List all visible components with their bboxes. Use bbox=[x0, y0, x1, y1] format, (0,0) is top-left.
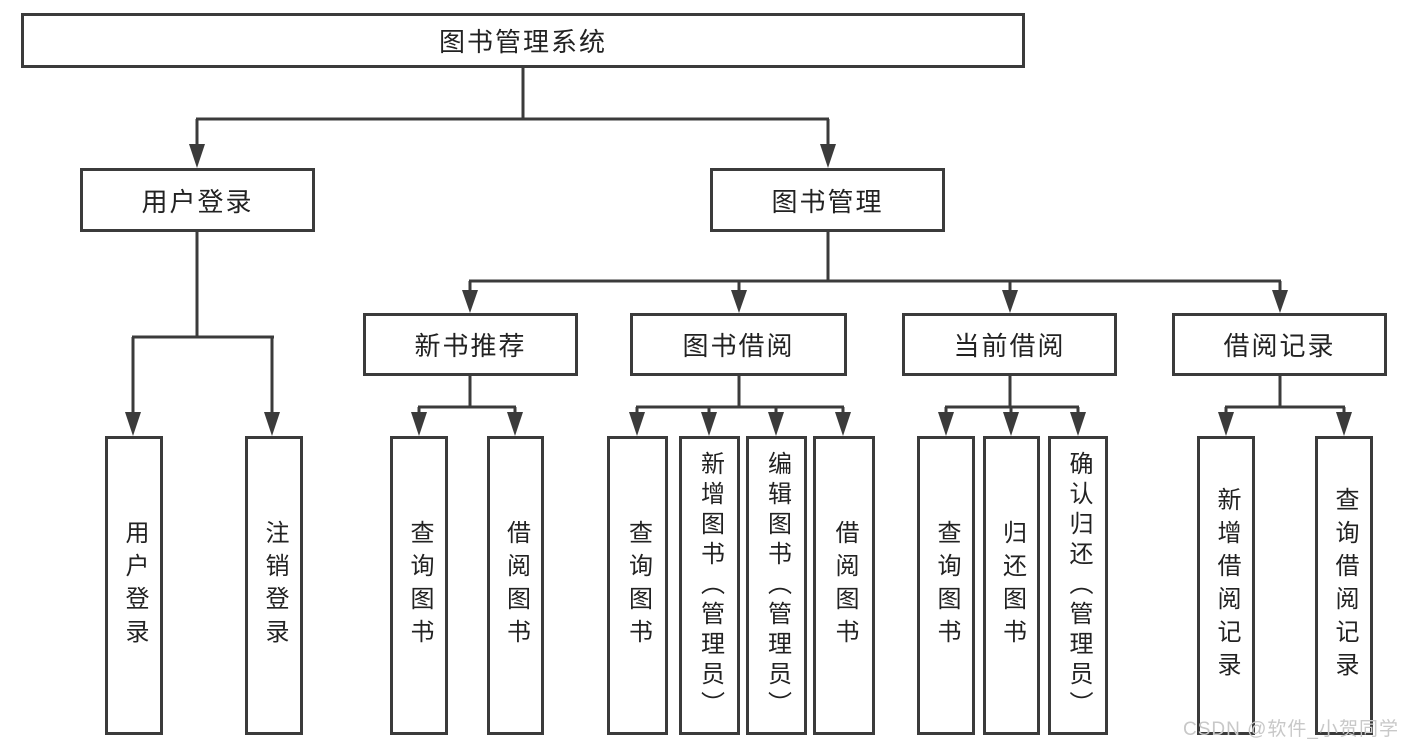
arrow-down-icon bbox=[1003, 412, 1019, 436]
leaf-user-login: 用户登录 bbox=[105, 436, 163, 735]
arrow-down-icon bbox=[1218, 412, 1234, 436]
leaf-borrow-books-recommend: 借阅图书 bbox=[487, 436, 544, 735]
arrow-down-icon bbox=[189, 144, 205, 168]
node-current-borrow: 当前借阅 bbox=[902, 313, 1117, 376]
arrow-down-icon bbox=[1272, 290, 1288, 313]
edge-root-to-level2 bbox=[189, 68, 836, 168]
arrow-down-icon bbox=[264, 412, 280, 436]
node-book-management: 图书管理 bbox=[710, 168, 945, 232]
leaf-borrow-books-borrow: 借阅图书 bbox=[813, 436, 875, 735]
arrow-down-icon bbox=[1336, 412, 1352, 436]
edge-book-management-to-groups bbox=[462, 232, 1288, 313]
edge-current-borrow-to-leaves bbox=[938, 376, 1086, 436]
node-book-borrow: 图书借阅 bbox=[630, 313, 847, 376]
leaf-return-books: 归还图书 bbox=[983, 436, 1040, 735]
arrow-down-icon bbox=[835, 412, 851, 436]
edge-borrow-records-to-leaves bbox=[1218, 376, 1352, 436]
edge-user-login-to-leaves bbox=[125, 232, 280, 436]
arrow-down-icon bbox=[462, 290, 478, 313]
leaf-query-borrow-record: 查询借阅记录 bbox=[1315, 436, 1373, 735]
edge-new-book-recommend-to-leaves bbox=[411, 376, 523, 436]
leaf-query-books-current: 查询图书 bbox=[917, 436, 975, 735]
leaf-query-books-recommend: 查询图书 bbox=[390, 436, 448, 735]
node-root: 图书管理系统 bbox=[21, 13, 1025, 68]
node-new-book-recommend: 新书推荐 bbox=[363, 313, 578, 376]
arrow-down-icon bbox=[507, 412, 523, 436]
leaf-confirm-return-admin: 确认归还（管理员） bbox=[1048, 436, 1108, 735]
node-borrow-records: 借阅记录 bbox=[1172, 313, 1387, 376]
arrow-down-icon bbox=[125, 412, 141, 436]
leaf-add-borrow-record: 新增借阅记录 bbox=[1197, 436, 1255, 735]
node-user-login: 用户登录 bbox=[80, 168, 315, 232]
leaf-edit-books-admin: 编辑图书（管理员） bbox=[746, 436, 807, 735]
arrow-down-icon bbox=[731, 290, 747, 313]
arrow-down-icon bbox=[411, 412, 427, 436]
leaf-add-books-admin: 新增图书（管理员） bbox=[679, 436, 740, 735]
arrow-down-icon bbox=[820, 144, 836, 168]
arrow-down-icon bbox=[629, 412, 645, 436]
arrow-down-icon bbox=[1070, 412, 1086, 436]
arrow-down-icon bbox=[701, 412, 717, 436]
watermark: CSDN @软件_小贺同学 bbox=[1183, 719, 1399, 740]
arrow-down-icon bbox=[1002, 290, 1018, 313]
arrow-down-icon bbox=[768, 412, 784, 436]
edge-book-borrow-to-leaves bbox=[629, 376, 851, 436]
leaf-logout-login: 注销登录 bbox=[245, 436, 303, 735]
arrow-down-icon bbox=[938, 412, 954, 436]
leaf-query-books-borrow: 查询图书 bbox=[607, 436, 668, 735]
